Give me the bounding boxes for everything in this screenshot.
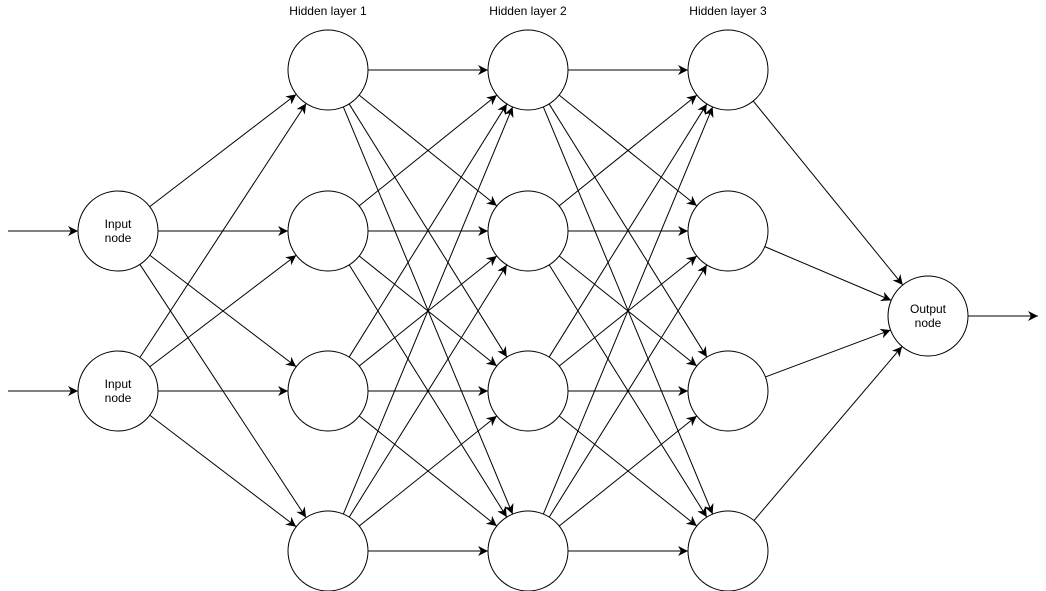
connection-arrow (348, 264, 508, 518)
hidden3-node-3 (687, 350, 769, 432)
connection-arrow (558, 415, 698, 527)
hidden1-node-4 (287, 510, 369, 591)
connection-arrow (342, 106, 514, 515)
hidden2-node-1 (487, 29, 569, 111)
connection-arrow (764, 246, 892, 302)
hidden1-node-3 (287, 350, 369, 432)
layer-title-hidden-1: Hidden layer 1 (289, 4, 367, 18)
connection-arrow (139, 103, 307, 358)
hidden1-node-2 (287, 190, 369, 272)
connection-arrow (752, 100, 904, 286)
connection-arrow (358, 94, 498, 207)
connection-arrow (548, 103, 708, 358)
layer-title-hidden-3: Hidden layer 3 (689, 4, 767, 18)
connection-arrow (542, 106, 714, 515)
hidden3-node-2 (687, 190, 769, 272)
connection-arrow (149, 93, 297, 208)
connection-arrow (149, 414, 297, 528)
hidden2-node-3 (487, 350, 569, 432)
connections (8, 65, 1038, 556)
hidden3-node-4 (687, 510, 769, 591)
connection-arrow (358, 415, 498, 527)
input-node-1 (77, 190, 159, 272)
layer-title-hidden-2: Hidden layer 2 (489, 4, 567, 18)
connection-arrow (348, 103, 508, 358)
output-node-1 (887, 275, 969, 357)
connection-arrow (765, 328, 891, 378)
hidden3-node-1 (687, 29, 769, 111)
input-node-2 (77, 350, 159, 432)
connection-arrow (558, 94, 698, 207)
hidden1-node-1 (287, 29, 369, 111)
hidden2-node-4 (487, 510, 569, 591)
nodes (77, 29, 969, 591)
connection-arrow (753, 346, 903, 521)
connection-arrow (548, 264, 708, 518)
hidden2-node-2 (487, 190, 569, 272)
connection-arrow (149, 254, 297, 368)
